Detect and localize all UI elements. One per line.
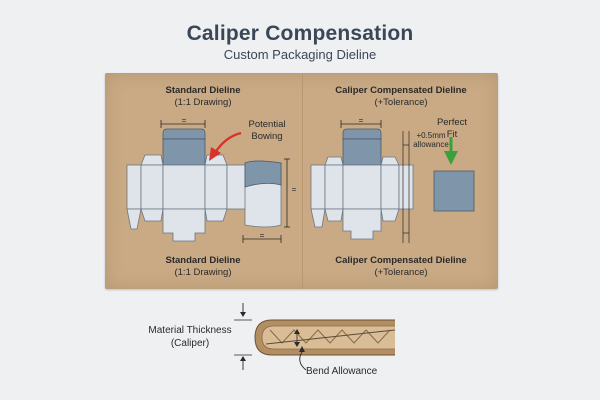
bowing-note-line1: Potential [248, 119, 286, 130]
material-thickness-line1: Material Thickness [148, 325, 232, 336]
perfect-fit-line1: Perfect [436, 117, 468, 128]
material-thickness-line2: (Caliper) [170, 338, 210, 349]
bowing-note: Potential Bowing [239, 119, 295, 143]
allowance-line2: allowance [413, 140, 449, 149]
compensated-top-sub: (+Tolerance) [374, 97, 428, 108]
compensated-dieline-panel: Caliper Compensated Dieline (+Tolerance) [302, 73, 499, 289]
bend-allowance-label: Bend Allowance [306, 366, 378, 377]
allowance-label: +0.5mm allowance [411, 131, 451, 149]
page-title: Caliper Compensation [186, 22, 414, 45]
compensated-top-title: Caliper Compensated Dieline [335, 85, 467, 96]
compensated-bottom-heading: Caliper Compensated Dieline (+Tolerance) [303, 255, 499, 279]
standard-top-sub: (1:1 Drawing) [174, 97, 232, 108]
standard-side-dimension: = [291, 185, 297, 194]
page-subtitle: Custom Packaging Dieline [223, 47, 377, 62]
compensated-bottom-title: Caliper Compensated Dieline [335, 255, 467, 266]
standard-dieline-drawing [126, 120, 290, 243]
perfect-fit-line2: Fit [446, 129, 458, 140]
allowance-line1: +0.5mm [416, 131, 446, 140]
standard-bottom-sub: (1:1 Drawing) [174, 267, 232, 278]
compensated-top-heading: Caliper Compensated Dieline (+Tolerance) [303, 85, 499, 109]
standard-bottom-heading: Standard Dieline (1:1 Drawing) [105, 255, 301, 279]
standard-dieline-panel: Standard Dieline (1:1 Drawing) [105, 73, 301, 289]
kraft-board: Standard Dieline (1:1 Drawing) [105, 73, 498, 289]
standard-top-title: Standard Dieline [165, 85, 241, 96]
standard-top-heading: Standard Dieline (1:1 Drawing) [105, 85, 301, 109]
compensated-top-dimension: = [358, 116, 364, 125]
bowing-note-line2: Bowing [251, 131, 283, 142]
compensated-dieline-drawing [310, 120, 475, 243]
standard-bottom-title: Standard Dieline [165, 255, 241, 266]
compensated-bottom-sub: (+Tolerance) [374, 267, 428, 278]
material-thickness-label: Material Thickness (Caliper) [140, 324, 240, 350]
perfect-fit-label: Perfect Fit [425, 117, 479, 141]
standard-top-dimension: = [181, 116, 187, 125]
standard-bottom-dimension: = [259, 231, 265, 240]
